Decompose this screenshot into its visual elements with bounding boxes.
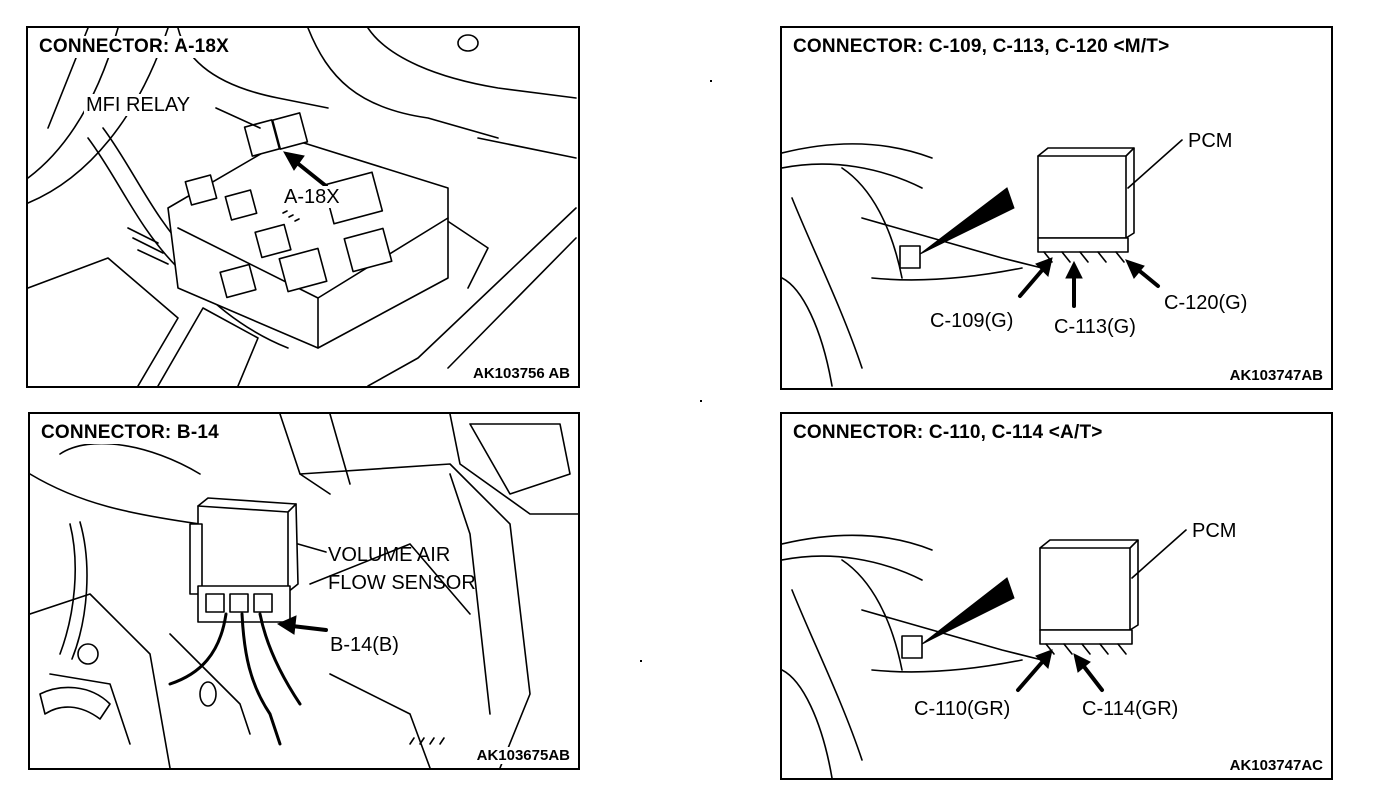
arrow-icon [1065, 260, 1083, 308]
relay-box-illustration [28, 28, 577, 386]
arrow-icon [1018, 257, 1053, 298]
panel-connector-c109-c113-c120: CONNECTOR: C-109, C-113, C-120 <M/T> PCM… [780, 26, 1333, 390]
figure-code: AK103747AC [1227, 757, 1325, 774]
mfi-relay-label: MFI RELAY [84, 94, 193, 116]
panel-connector-c110-c114: CONNECTOR: C-110, C-114 <A/T> PCM C-110(… [780, 412, 1333, 780]
figure-code: AK103747AB [1227, 367, 1325, 384]
c120-connector-label: C-120(G) [1164, 292, 1248, 314]
scan-dot [710, 80, 712, 82]
panel-title: CONNECTOR: A-18X [36, 36, 233, 58]
sensor-label-line2: FLOW SENSOR [328, 572, 476, 594]
arrow-icon [276, 615, 328, 635]
c109-connector-label: C-109(G) [930, 310, 1014, 332]
pcm-label: PCM [1192, 520, 1237, 542]
c113-connector-label: C-113(G) [1054, 316, 1136, 338]
arrow-icon [1016, 649, 1053, 692]
pcm-module-icon [1039, 539, 1139, 655]
panel-title: CONNECTOR: C-110, C-114 <A/T> [790, 422, 1106, 444]
pcm-illustration [782, 529, 1187, 778]
arrow-icon [1125, 259, 1160, 288]
figure-code: AK103756 AB [471, 365, 572, 382]
sensor-label-line1: VOLUME AIR [328, 544, 451, 566]
panel-title: CONNECTOR: C-109, C-113, C-120 <M/T> [790, 36, 1173, 58]
air-flow-sensor-icon [189, 497, 299, 623]
b14-connector-label: B-14(B) [330, 634, 399, 656]
scan-dot [700, 400, 702, 402]
arrow-icon [283, 151, 328, 188]
panel-connector-a18x: CONNECTOR: A-18X MFI RELAY A-18X AK10375… [26, 26, 580, 388]
pcm-module-icon [1037, 147, 1135, 263]
panel-title: CONNECTOR: B-14 [38, 422, 222, 444]
c110-connector-label: C-110(GR) [914, 698, 1011, 720]
figure-code: AK103675AB [474, 747, 572, 764]
air-flow-sensor-illustration [30, 414, 578, 768]
c114-connector-label: C-114(GR) [1082, 698, 1179, 720]
pcm-illustration [782, 139, 1183, 387]
panel-connector-b14: CONNECTOR: B-14 VOLUME AIR FLOW SENSOR B… [28, 412, 580, 770]
pcm-label: PCM [1188, 130, 1233, 152]
a18x-connector-label: A-18X [282, 186, 342, 208]
scan-dot [640, 660, 642, 662]
arrow-icon [1073, 653, 1104, 692]
